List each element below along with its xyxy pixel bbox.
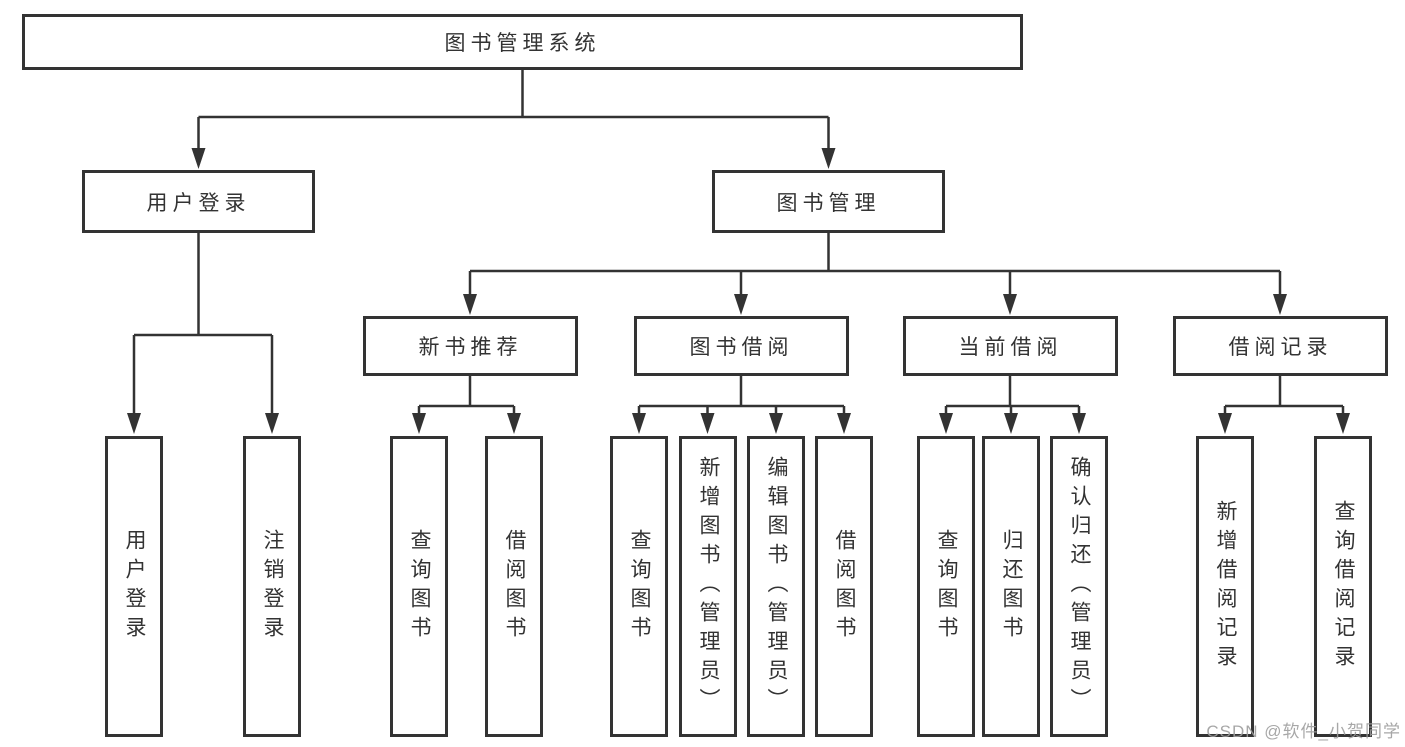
leaf-query-books-recommend: 查询图书 [390,436,448,737]
leaf-query-books-borrow-label: 查询图书 [628,528,651,645]
leaf-query-borrow-record: 查询借阅记录 [1314,436,1372,737]
leaf-add-books-admin: 新增图书（管理员） [679,436,737,737]
node-book-management: 图书管理 [712,170,945,233]
node-book-management-label: 图书管理 [776,191,881,215]
leaf-return-books: 归还图书 [982,436,1040,737]
node-book-borrow: 图书借阅 [634,316,849,376]
leaf-query-books-current-label: 查询图书 [935,528,958,645]
leaf-logout: 注销登录 [243,436,301,737]
leaf-confirm-return-admin: 确认归还（管理员） [1050,436,1108,737]
leaf-user-login: 用户登录 [105,436,163,737]
leaf-query-books-current: 查询图书 [917,436,975,737]
arrowheads [127,148,1350,434]
leaf-return-books-label: 归还图书 [1000,528,1023,645]
connector-paths [132,68,1345,417]
node-book-borrow-label: 图书借阅 [689,336,794,359]
leaf-edit-books-admin-label: 编辑图书（管理员） [765,456,788,717]
node-new-book-recommend-label: 新书推荐 [418,336,523,359]
leaf-add-books-admin-label: 新增图书（管理员） [697,456,720,717]
node-user-login-label: 用户登录 [146,191,251,215]
leaf-edit-books-admin: 编辑图书（管理员） [747,436,805,737]
node-new-book-recommend: 新书推荐 [363,316,578,376]
node-current-borrow-label: 当前借阅 [958,336,1063,359]
leaf-borrow-books-recommend-label: 借阅图书 [503,528,526,645]
leaf-query-books-borrow: 查询图书 [610,436,668,737]
leaf-query-borrow-record-label: 查询借阅记录 [1332,499,1355,674]
node-current-borrow: 当前借阅 [903,316,1118,376]
leaf-borrow-books-label: 借阅图书 [833,528,856,645]
leaf-query-books-recommend-label: 查询图书 [408,528,431,645]
leaf-add-borrow-record: 新增借阅记录 [1196,436,1254,737]
leaf-logout-label: 注销登录 [261,528,284,645]
csdn-watermark: CSDN @软件_小贺同学 [1206,722,1401,741]
node-user-login: 用户登录 [82,170,315,233]
leaf-confirm-return-admin-label: 确认归还（管理员） [1068,456,1091,717]
node-borrow-records-label: 借阅记录 [1228,336,1333,359]
node-root-label: 图书管理系统 [444,32,601,55]
node-root: 图书管理系统 [22,14,1023,70]
leaf-borrow-books-recommend: 借阅图书 [485,436,543,737]
leaf-borrow-books: 借阅图书 [815,436,873,737]
leaf-user-login-label: 用户登录 [123,528,146,645]
leaf-add-borrow-record-label: 新增借阅记录 [1214,499,1237,674]
node-borrow-records: 借阅记录 [1173,316,1388,376]
